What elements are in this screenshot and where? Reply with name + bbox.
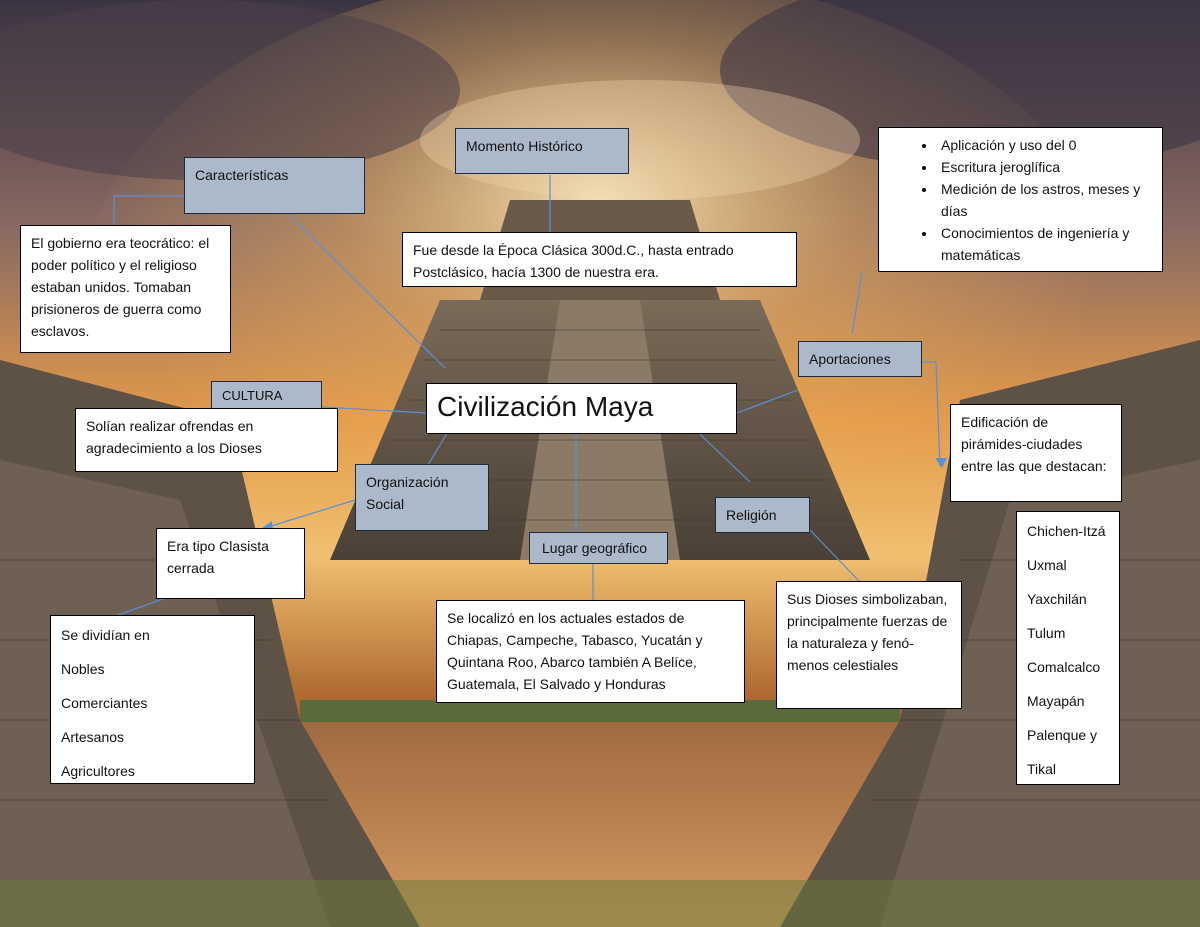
list-item: Se dividían en	[61, 627, 150, 643]
list-item: Mayapán	[1027, 693, 1085, 709]
ofrendas-text-box: Solían realizar ofrendas en agradecimien…	[75, 408, 338, 472]
list-item: Agricultores	[61, 763, 135, 779]
list-item: Comalcalco	[1027, 659, 1101, 675]
aportaciones-header: Aportaciones	[798, 341, 922, 377]
list-item: Tulum	[1027, 625, 1066, 641]
localizo-text-box: Se localizó en los actuales estados de C…	[436, 600, 745, 703]
momento-historico-header: Momento Histórico	[455, 128, 629, 174]
aportaciones-list-box: Aplicación y uso del 0 Escritura jeroglí…	[878, 127, 1163, 272]
organizacion-social-header: Organización Social	[355, 464, 489, 531]
list-item: Aplicación y uso del 0	[937, 134, 1152, 156]
epoca-text-box: Fue desde la Época Clásica 300d.C., hast…	[402, 232, 797, 287]
list-item: Escritura jeroglífica	[937, 156, 1152, 178]
list-item: Chichen-Itzá	[1027, 523, 1106, 539]
gobierno-text-box: El gobierno era teocrático: el poder pol…	[20, 225, 231, 353]
lugar-geografico-header: Lugar geográfico	[529, 532, 668, 564]
list-item: Tikal	[1027, 761, 1057, 777]
religion-header: Religión	[715, 497, 810, 533]
clases-list-box: Se dividían en Nobles Comerciantes Artes…	[50, 615, 255, 784]
list-item: Conocimientos de ingeniería y matemática…	[937, 222, 1152, 266]
dioses-text-box: Sus Dioses simbolizaban, principalmente …	[776, 581, 962, 709]
list-item: Uxmal	[1027, 557, 1067, 573]
clasista-text-box: Era tipo Clasista cerrada	[156, 528, 305, 599]
list-item: Nobles	[61, 661, 105, 677]
list-item: Yaxchilán	[1027, 591, 1087, 607]
list-item: Palenque y	[1027, 727, 1098, 743]
page-title: Civilización Maya	[426, 383, 737, 434]
ciudades-list-box: Chichen-Itzá Uxmal Yaxchilán Tulum Comal…	[1016, 511, 1120, 785]
cultura-header: CULTURA	[211, 381, 322, 411]
edificacion-text-box: Edificación de pirámides-ciudades entre …	[950, 404, 1122, 502]
caracteristicas-header: Características	[184, 157, 365, 214]
list-item: Artesanos	[61, 729, 125, 745]
list-item: Comerciantes	[61, 695, 148, 711]
list-item: Medición de los astros, meses y días	[937, 178, 1152, 222]
